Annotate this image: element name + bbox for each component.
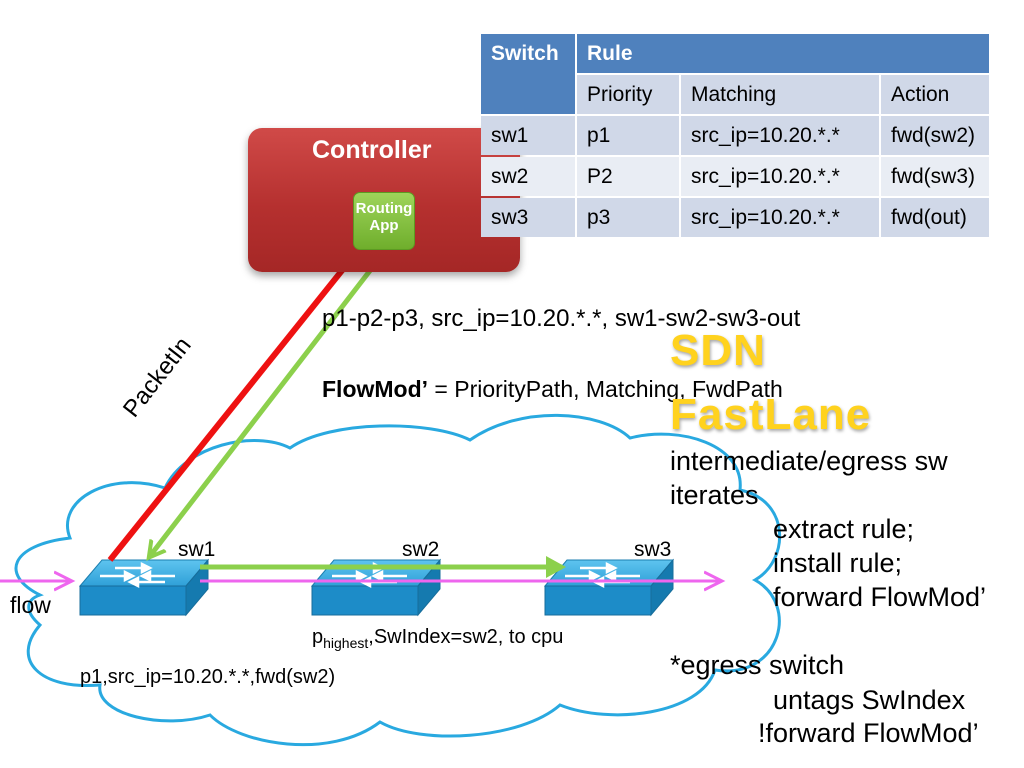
table-cell-matching: src_ip=10.20.*.* (681, 198, 879, 237)
sw2-annotation-rest: ,SwIndex=sw2, to cpu (368, 626, 564, 648)
steps-line2: iterates (670, 480, 759, 510)
table-cell-switch: sw1 (481, 116, 575, 155)
packetin-arrow (107, 250, 359, 562)
table-cell-action: fwd(sw2) (881, 116, 989, 155)
title-fastlane: FastLane (670, 390, 872, 439)
table-subheader-matching: Matching (681, 75, 879, 114)
table-cell-action: fwd(out) (881, 198, 989, 237)
table-row: sw3 p3 src_ip=10.20.*.* fwd(out) (481, 198, 989, 237)
switch-sw3-icon (543, 558, 675, 617)
flowmod-label: FlowMod’ (322, 376, 429, 402)
table-subheader-priority: Priority (577, 75, 679, 114)
steps-line7: untags SwIndex (773, 685, 966, 715)
routing-app-line1: Routing (355, 200, 413, 217)
steps-line8: !forward FlowMod’ (758, 718, 979, 748)
sw2-annotation-p: p (312, 626, 324, 648)
steps-line1: intermediate/egress sw (670, 446, 948, 476)
routing-app-label: Routing App (340, 200, 428, 234)
switch-sw1-icon (78, 558, 210, 617)
steps-line6: *egress switch (670, 650, 845, 680)
table-cell-matching: src_ip=10.20.*.* (681, 116, 879, 155)
table-cell-matching: src_ip=10.20.*.* (681, 157, 879, 196)
switch-label-sw3: sw3 (634, 538, 672, 561)
switch-label-sw2: sw2 (402, 538, 440, 561)
flowmod-definition: FlowMod’ = PriorityPath, Matching, FwdPa… (322, 376, 783, 403)
table-cell-action: fwd(sw3) (881, 157, 989, 196)
table-cell-priority: p1 (577, 116, 679, 155)
table-cell-priority: P2 (577, 157, 679, 196)
table-cell-priority: p3 (577, 198, 679, 237)
sw2-annotation-sub: highest (323, 635, 369, 651)
switch-label-sw1: sw1 (178, 538, 216, 561)
path-description: p1-p2-p3, src_ip=10.20.*.*, sw1-sw2-sw3-… (322, 305, 801, 332)
flowmod-fields: = PriorityPath, Matching, FwdPath (428, 376, 783, 402)
table-header-switch: Switch (481, 34, 575, 114)
table-row: sw2 P2 src_ip=10.20.*.* fwd(sw3) (481, 157, 989, 196)
steps-line5: forward FlowMod’ (773, 582, 987, 612)
table-row: sw1 p1 src_ip=10.20.*.* fwd(sw2) (481, 116, 989, 155)
rule-table: Switch Rule Priority Matching Action sw1… (479, 32, 991, 239)
steps-line3: extract rule; (773, 514, 915, 544)
table-subheader-action: Action (881, 75, 989, 114)
sw2-annotation: phighest,SwIndex=sw2, to cpu (312, 626, 563, 651)
flowmod-down-arrow (150, 253, 384, 556)
table-cell-switch: sw3 (481, 198, 575, 237)
routing-app-line2: App (369, 217, 399, 234)
controller-title: Controller (312, 136, 432, 164)
table-cell-switch: sw2 (481, 157, 575, 196)
routing-app-box (353, 192, 415, 250)
flow-label: flow (10, 592, 51, 618)
title-sdn: SDN (670, 326, 766, 375)
table-header-rule: Rule (577, 34, 989, 73)
steps-line4: install rule; (773, 548, 903, 578)
sw1-annotation: p1,src_ip=10.20.*.*,fwd(sw2) (80, 666, 336, 688)
